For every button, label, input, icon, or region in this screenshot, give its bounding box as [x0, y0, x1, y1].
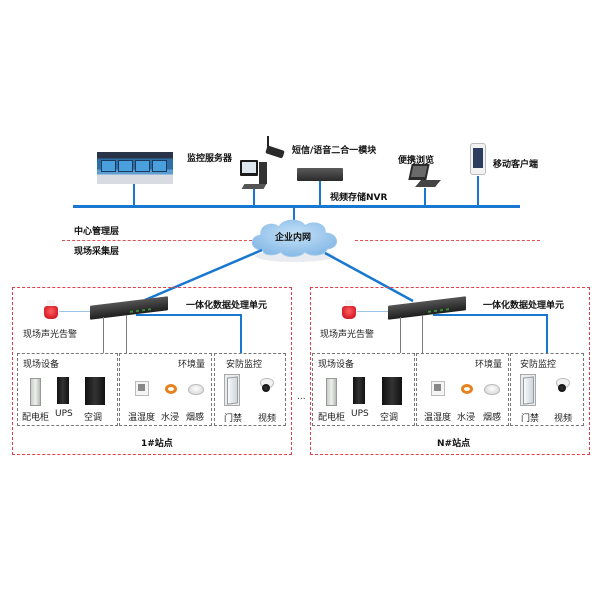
- cloud-icon: [251, 219, 337, 262]
- site1-alarm-icon: [44, 306, 58, 319]
- site1-smoke-label: 烟感: [186, 413, 205, 423]
- mobile-link: [477, 176, 479, 205]
- mobile-client-label: 移动客户端: [493, 160, 539, 170]
- siten-air-conditioner-icon: [382, 377, 402, 405]
- server-monitor-icon: [240, 160, 258, 176]
- sms-voice-module-label: 短信/语音二合一模块: [292, 146, 377, 156]
- siten-security-group: [510, 353, 584, 426]
- siten-environment-title: 环境量: [475, 360, 503, 370]
- site1-water-leak-icon: [165, 384, 177, 394]
- site-1: [12, 287, 292, 455]
- site1-video-label: 视频: [258, 414, 277, 424]
- siten-temp-humidity-label: 温湿度: [424, 413, 452, 423]
- siten-processing-unit-label: 一体化数据处理单元: [483, 301, 565, 311]
- siten-security-title: 安防监控: [520, 360, 557, 370]
- site1-temp-humidity-label: 温湿度: [128, 413, 156, 423]
- site1-alarm-cap-icon: [47, 300, 55, 308]
- site1-security-link-h: [136, 314, 241, 316]
- nvr-label: 视频存储NVR: [330, 193, 388, 203]
- siten-equip-link: [400, 317, 401, 353]
- nvr-icon: [297, 168, 343, 181]
- site1-alarm-label: 现场声光告警: [23, 330, 78, 340]
- portable-browse-label: 便携浏览: [398, 156, 435, 166]
- field-layer-label: 现场采集层: [74, 247, 120, 257]
- siten-field-equipment-title: 现场设备: [318, 360, 355, 370]
- siten-video-label: 视频: [554, 414, 573, 424]
- siten-environment-group: [416, 353, 509, 426]
- siten-water-leak-label: 水浸: [457, 413, 476, 423]
- siten-alarm-cap-icon: [345, 300, 353, 308]
- server-tower-icon: [259, 162, 267, 184]
- site1-smoke-detector-icon: [188, 384, 204, 395]
- site1-air-conditioner-label: 空调: [84, 413, 103, 423]
- mobile-phone-icon: [470, 143, 486, 175]
- site1-processing-unit-label: 一体化数据处理单元: [186, 301, 268, 311]
- cloud-uplink: [293, 205, 295, 223]
- site1-alarm-link: [59, 311, 91, 312]
- siten-ups-icon: [353, 377, 365, 404]
- layer-divider-left: [62, 240, 252, 241]
- cloud-label: 企业内网: [275, 233, 312, 243]
- network-bus: [73, 205, 520, 208]
- video-wall-link: [133, 184, 135, 205]
- siten-ups-label: UPS: [351, 409, 369, 419]
- site1-temp-humidity-icon: [135, 381, 149, 396]
- antenna-icon: [267, 136, 269, 150]
- siten-access-control-label: 门禁: [521, 414, 540, 424]
- site1-distribution-cabinet-icon: [30, 378, 41, 406]
- siten-camera-lens-icon: [558, 384, 566, 392]
- siten-smoke-detector-icon: [484, 384, 500, 395]
- site1-access-control-label: 门禁: [224, 414, 243, 424]
- siten-alarm-link: [357, 311, 389, 312]
- center-layer-label: 中心管理层: [74, 227, 120, 237]
- site1-label: 1#站点: [141, 439, 173, 449]
- siten-temp-humidity-icon: [431, 381, 445, 396]
- site1-distribution-cabinet-label: 配电柜: [22, 413, 50, 423]
- siten-security-link-v: [546, 314, 548, 353]
- layer-divider-right: [355, 240, 540, 241]
- siten-alarm-label: 现场声光告警: [320, 330, 375, 340]
- nvr-link: [319, 181, 321, 205]
- server-link: [253, 189, 255, 205]
- ellipsis-label: ...: [297, 392, 306, 402]
- cloud-to-site1-link: [144, 248, 263, 302]
- site1-access-control-icon: [224, 374, 240, 406]
- siten-label: N#站点: [437, 439, 471, 449]
- site1-env-link: [126, 315, 127, 353]
- site1-environment-group: [119, 353, 212, 426]
- siten-field-equipment-group: [312, 353, 415, 426]
- site1-water-leak-label: 水浸: [161, 413, 180, 423]
- site1-field-equipment-title: 现场设备: [23, 360, 60, 370]
- siten-alarm-icon: [342, 306, 356, 319]
- video-wall-icon: [97, 152, 173, 184]
- site1-security-link-v: [240, 314, 242, 353]
- siten-env-link: [422, 315, 423, 353]
- siten-smoke-label: 烟感: [483, 413, 502, 423]
- monitor-server-label: 监控服务器: [187, 154, 233, 164]
- site1-environment-title: 环境量: [178, 360, 206, 370]
- site1-ups-icon: [57, 377, 69, 404]
- siten-distribution-cabinet-icon: [326, 378, 337, 406]
- site1-security-title: 安防监控: [226, 360, 263, 370]
- site1-security-group: [214, 353, 286, 426]
- siten-access-control-icon: [520, 374, 536, 406]
- siten-security-link-h: [433, 314, 547, 316]
- laptop-link: [424, 188, 426, 205]
- site1-field-equipment-group: [17, 353, 118, 426]
- siten-distribution-cabinet-label: 配电柜: [318, 413, 346, 423]
- siten-air-conditioner-label: 空调: [380, 413, 399, 423]
- site1-ups-label: UPS: [55, 409, 73, 419]
- site1-camera-lens-icon: [262, 384, 270, 392]
- siten-water-leak-icon: [461, 384, 473, 394]
- site-n: [310, 287, 590, 455]
- site1-air-conditioner-icon: [85, 377, 105, 405]
- site1-equip-link: [103, 317, 104, 353]
- cloud-to-siten-link: [324, 251, 414, 303]
